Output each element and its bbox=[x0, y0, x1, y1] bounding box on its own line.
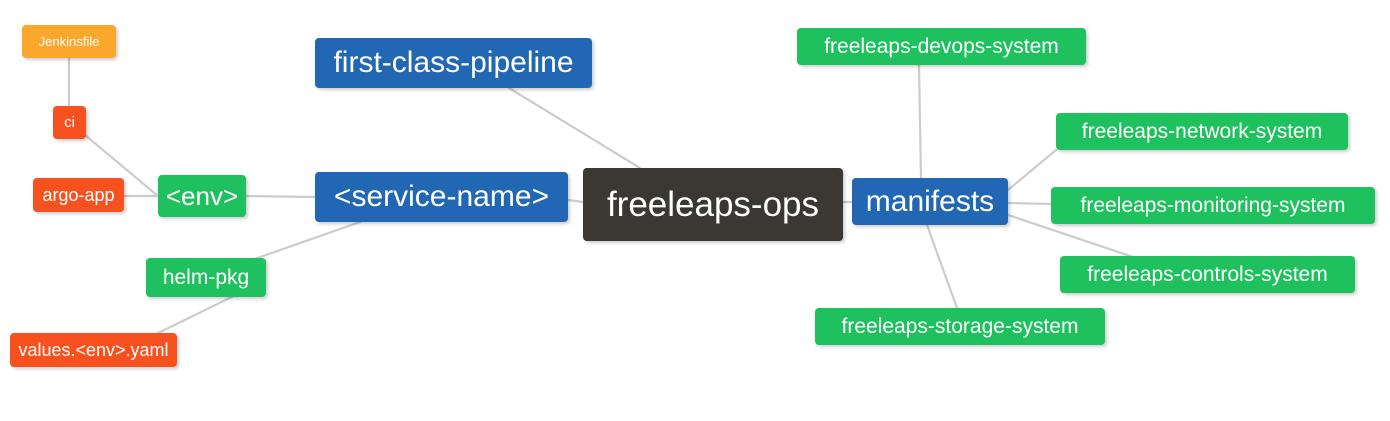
node-label-helm-pkg: helm-pkg bbox=[162, 266, 250, 289]
node-service-name[interactable]: <service-name> bbox=[315, 172, 568, 222]
node-label-service-name: <service-name> bbox=[333, 180, 550, 213]
node-first-class-pipeline[interactable]: first-class-pipeline bbox=[315, 38, 592, 88]
node-label-root-freeleaps-ops: freeleaps-ops bbox=[606, 185, 820, 224]
node-env[interactable]: <env> bbox=[158, 175, 246, 217]
node-label-devops-system: freeleaps-devops-system bbox=[824, 35, 1059, 58]
node-storage-system[interactable]: freeleaps-storage-system bbox=[815, 308, 1105, 345]
edge-manifests-networksystem bbox=[1006, 148, 1058, 192]
edge-firstclasspipeline-root bbox=[507, 86, 642, 170]
node-label-argo-app: argo-app bbox=[42, 185, 115, 205]
edge-manifests-devopssystem bbox=[917, 63, 923, 180]
node-root-freeleaps-ops[interactable]: freeleaps-ops bbox=[583, 168, 843, 241]
node-argo-app[interactable]: argo-app bbox=[33, 178, 124, 212]
node-label-ci: ci bbox=[64, 114, 75, 131]
node-values-yaml[interactable]: values.<env>.yaml bbox=[10, 333, 177, 367]
node-label-storage-system: freeleaps-storage-system bbox=[841, 315, 1079, 338]
edge-helmpkg-servicename bbox=[244, 220, 362, 264]
node-manifests[interactable]: manifests bbox=[852, 178, 1008, 225]
node-controls-system[interactable]: freeleaps-controls-system bbox=[1060, 256, 1355, 293]
edge-env-servicename bbox=[243, 194, 317, 199]
edge-manifests-monitoringsystem bbox=[1006, 201, 1053, 206]
node-network-system[interactable]: freeleaps-network-system bbox=[1056, 113, 1348, 150]
node-ci[interactable]: ci bbox=[53, 106, 86, 139]
node-label-manifests: manifests bbox=[865, 184, 995, 218]
edge-valuesyaml-helmpkg bbox=[150, 289, 246, 338]
node-monitoring-system[interactable]: freeleaps-monitoring-system bbox=[1051, 187, 1375, 224]
edge-manifests-storagesystem bbox=[925, 223, 959, 310]
node-label-network-system: freeleaps-network-system bbox=[1081, 120, 1323, 143]
node-helm-pkg[interactable]: helm-pkg bbox=[146, 258, 266, 297]
node-label-first-class-pipeline: first-class-pipeline bbox=[333, 46, 574, 79]
node-label-monitoring-system: freeleaps-monitoring-system bbox=[1080, 194, 1346, 217]
node-jenkinsfile[interactable]: Jenkinsfile bbox=[22, 25, 116, 58]
edge-servicename-root bbox=[566, 198, 585, 204]
node-label-controls-system: freeleaps-controls-system bbox=[1087, 263, 1328, 286]
node-label-env: <env> bbox=[165, 181, 239, 211]
node-label-jenkinsfile: Jenkinsfile bbox=[38, 34, 100, 49]
node-label-values-yaml: values.<env>.yaml bbox=[18, 340, 169, 360]
node-devops-system[interactable]: freeleaps-devops-system bbox=[797, 28, 1086, 65]
